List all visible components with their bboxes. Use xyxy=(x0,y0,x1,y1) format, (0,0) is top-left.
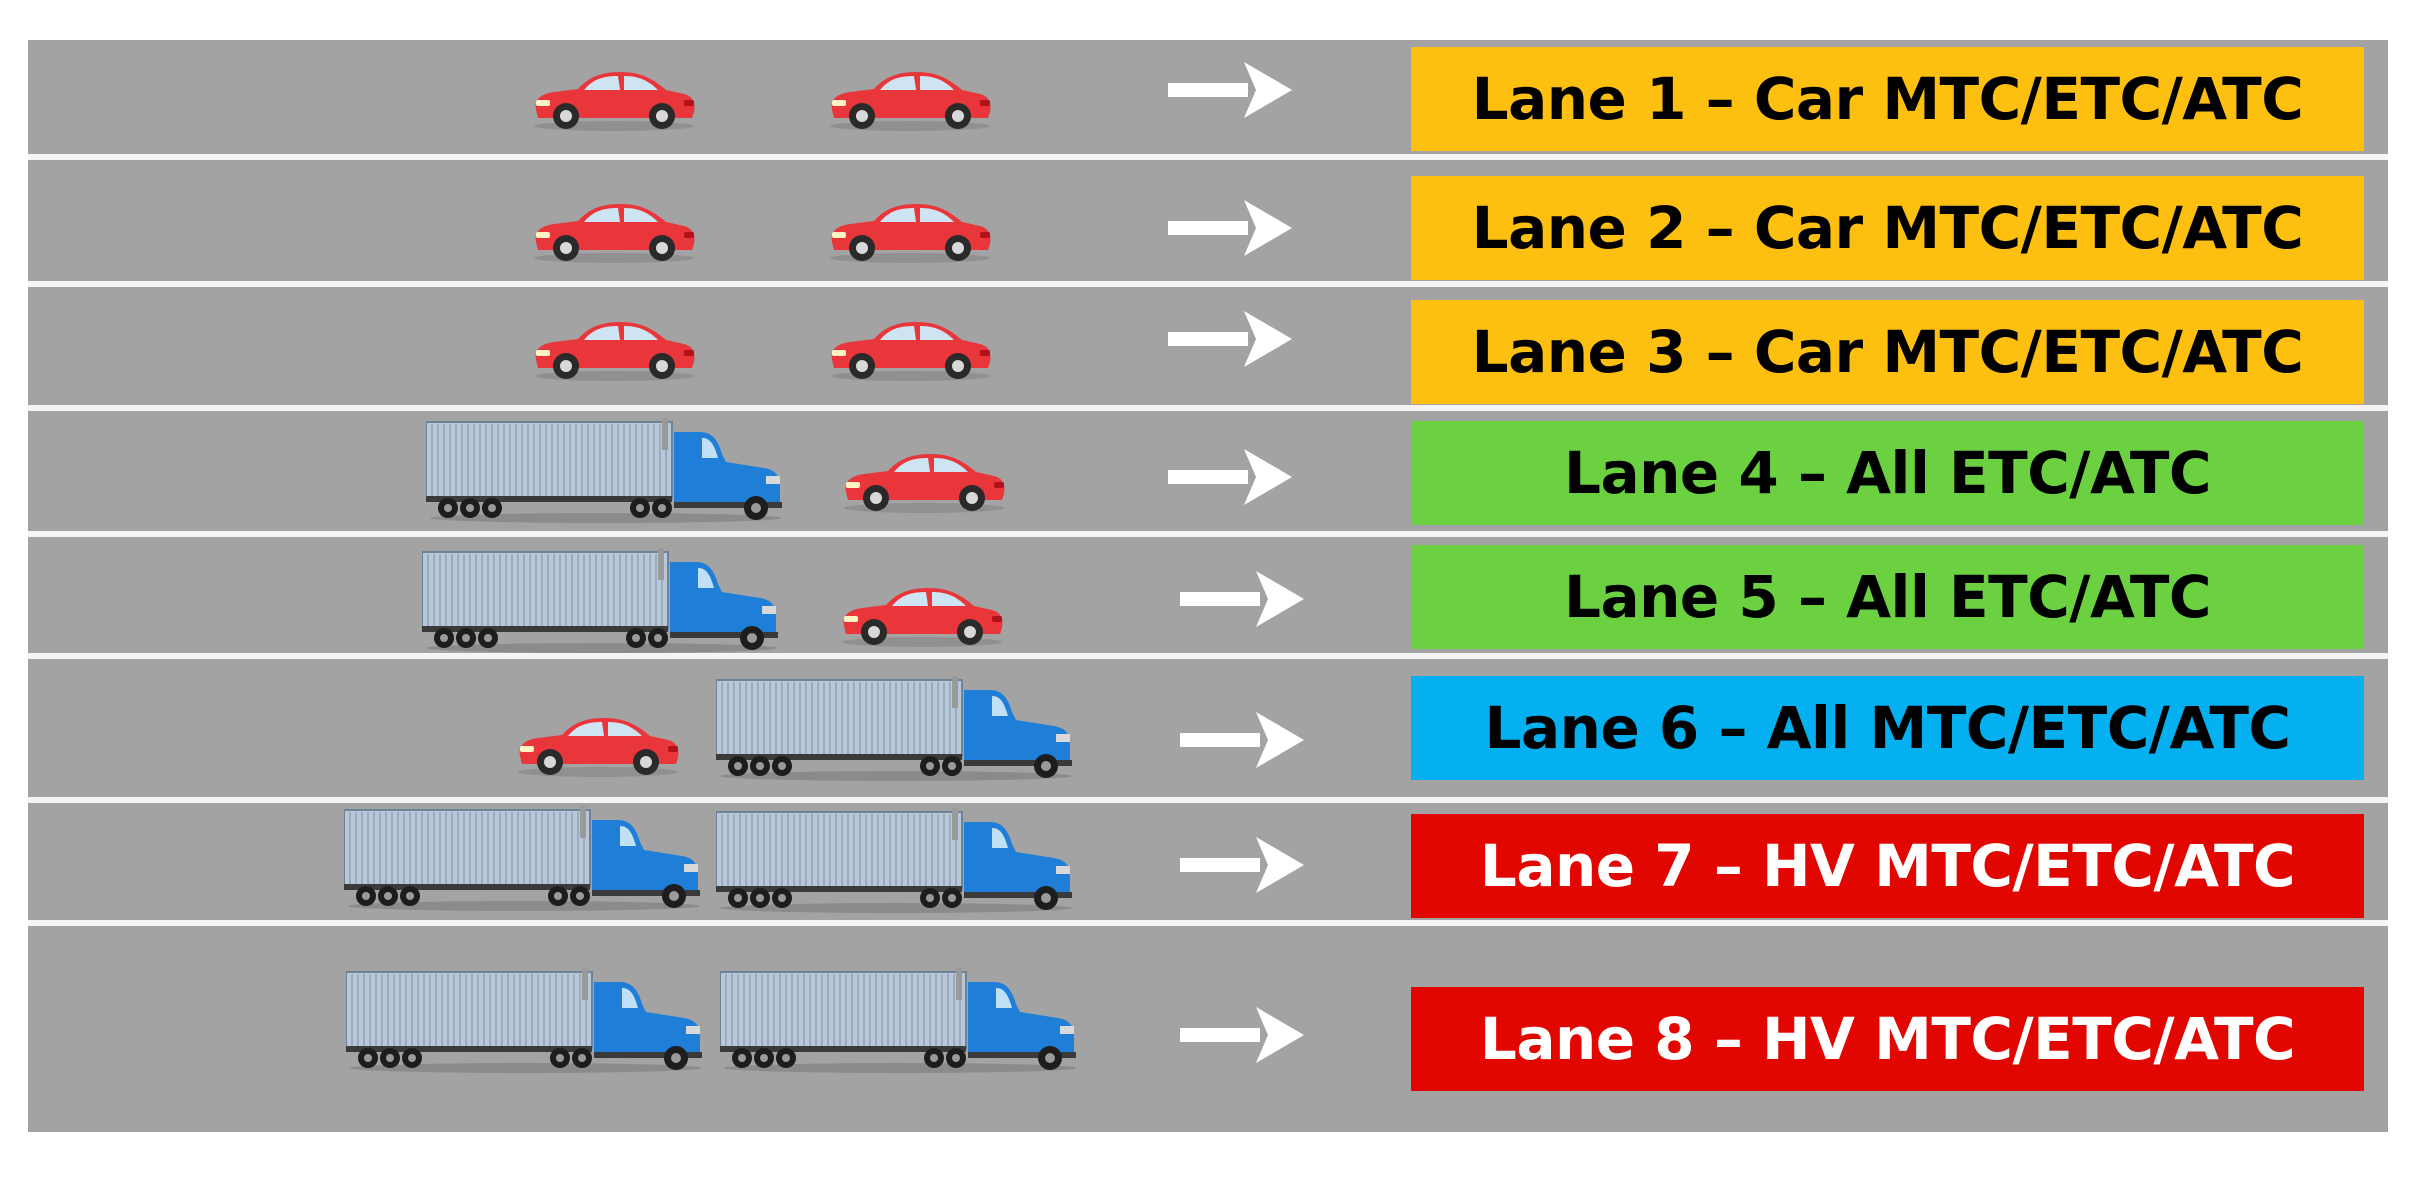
right-arrow-icon xyxy=(1180,1007,1304,1063)
lane-divider xyxy=(28,653,2388,659)
lane-divider xyxy=(28,405,2388,411)
red-car-icon xyxy=(512,712,682,782)
red-car-icon xyxy=(824,198,994,268)
lane-4-label: Lane 4 – All ETC/ATC xyxy=(1411,421,2364,525)
red-car-icon xyxy=(838,448,1008,518)
lane-3-label: Lane 3 – Car MTC/ETC/ATC xyxy=(1411,300,2364,404)
right-arrow-icon xyxy=(1180,571,1304,627)
red-car-icon xyxy=(824,66,994,136)
lane-divider xyxy=(28,797,2388,803)
right-arrow-icon xyxy=(1168,449,1292,505)
blue-semi-truck-icon xyxy=(425,418,786,528)
lane-1-label: Lane 1 – Car MTC/ETC/ATC xyxy=(1411,47,2364,151)
lane-divider xyxy=(28,154,2388,160)
right-arrow-icon xyxy=(1180,712,1304,768)
red-car-icon xyxy=(824,316,994,386)
lane-divider xyxy=(28,531,2388,537)
blue-semi-truck-icon xyxy=(345,968,706,1078)
blue-semi-truck-icon xyxy=(343,806,704,916)
lane-5-label: Lane 5 – All ETC/ATC xyxy=(1411,545,2364,649)
red-car-icon xyxy=(836,582,1006,652)
blue-semi-truck-icon xyxy=(719,968,1080,1078)
right-arrow-icon xyxy=(1168,311,1292,367)
red-car-icon xyxy=(528,198,698,268)
lane-2-label: Lane 2 – Car MTC/ETC/ATC xyxy=(1411,176,2364,280)
lane-divider xyxy=(28,281,2388,287)
right-arrow-icon xyxy=(1180,837,1304,893)
right-arrow-icon xyxy=(1168,200,1292,256)
lane-divider xyxy=(28,920,2388,926)
lane-8-label: Lane 8 – HV MTC/ETC/ATC xyxy=(1411,987,2364,1091)
blue-semi-truck-icon xyxy=(715,808,1076,918)
right-arrow-icon xyxy=(1168,62,1292,118)
red-car-icon xyxy=(528,66,698,136)
red-car-icon xyxy=(528,316,698,386)
lane-7-label: Lane 7 – HV MTC/ETC/ATC xyxy=(1411,814,2364,918)
blue-semi-truck-icon xyxy=(715,676,1076,786)
blue-semi-truck-icon xyxy=(421,548,782,658)
lane-6-label: Lane 6 – All MTC/ETC/ATC xyxy=(1411,676,2364,780)
